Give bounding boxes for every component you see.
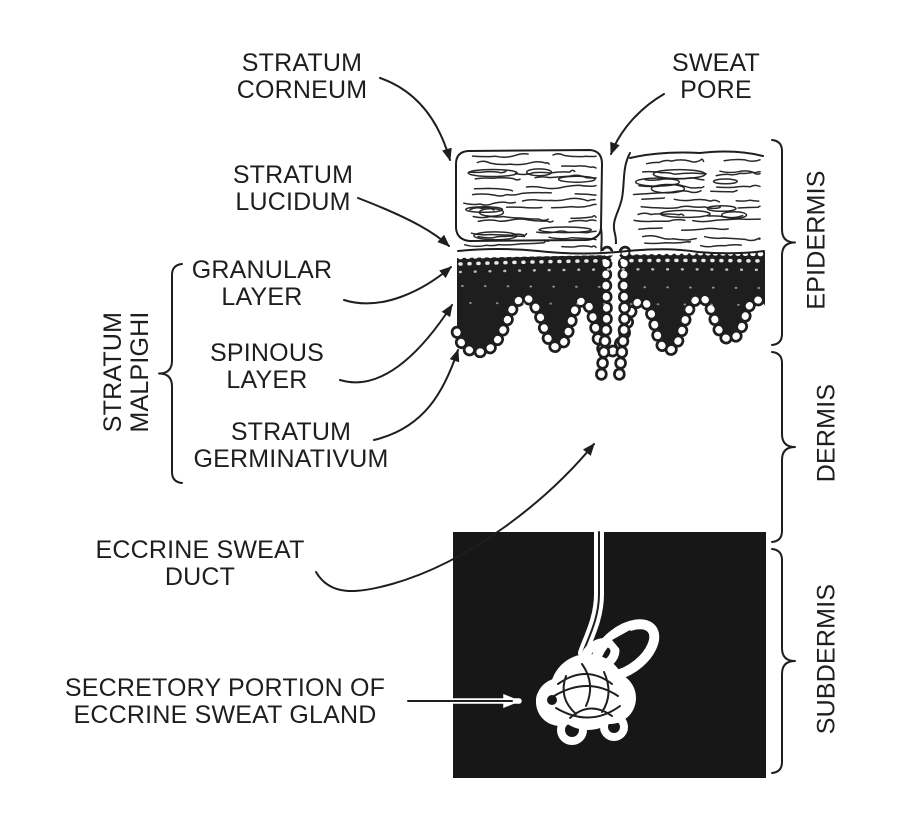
- gland-loop-gap: [612, 630, 640, 652]
- stratum-corneum-texture: [463, 153, 761, 249]
- brace-dermis: [771, 351, 796, 543]
- gland-bump-bottom-right: [600, 713, 628, 741]
- label-dermis: DERMIS: [812, 383, 841, 483]
- label-stratum-lucidum: STRATUM LUCIDUM: [232, 161, 354, 216]
- pointer-arrows: [315, 77, 665, 708]
- label-sweat-pore: SWEAT PORE: [671, 49, 761, 104]
- epidermis-illustration: [450, 149, 772, 385]
- brace-epidermis: [771, 139, 796, 346]
- epidermis-cell-borders: [450, 245, 772, 385]
- duct-dermis-lumen: [597, 376, 612, 536]
- label-stratum-germinativum: STRATUM GERMINATIVUM: [193, 418, 389, 473]
- label-secretory-portion: SECRETORY PORTION OF ECCRINE SWEAT GLAND: [64, 674, 386, 729]
- gland-bump-left: [536, 685, 566, 715]
- gland-coil-lines: [547, 663, 621, 719]
- label-stratum-corneum: STRATUM CORNEUM: [236, 49, 368, 104]
- layer-braces: [158, 139, 796, 774]
- sweat-pore-channel-right-wall: [612, 152, 631, 259]
- stratum-corneum-top-edge: [629, 150, 764, 159]
- stratum-corneum-outline: [455, 149, 603, 242]
- label-eccrine-sweat-duct: ECCRINE SWEAT DUCT: [95, 536, 305, 591]
- arrow-eccrine-sweat-duct: [315, 443, 595, 593]
- label-stratum-malpighi: STRATUM MALPIGHI: [99, 311, 154, 433]
- label-spinous-layer: SPINOUS LAYER: [210, 339, 324, 394]
- arrow-granular-layer: [343, 266, 452, 305]
- arrow-stratum-lucidum: [357, 197, 450, 247]
- brace-subdermis: [771, 548, 796, 774]
- brace-stratum-malpighi: [158, 263, 183, 484]
- gland-bump-bottom-left: [557, 715, 587, 745]
- sweat-gland-coil: [536, 619, 660, 745]
- gland-duct-junction-loop: [580, 638, 620, 672]
- arrow-stratum-corneum: [379, 77, 452, 162]
- gland-body-right: [584, 672, 636, 724]
- label-epidermis: EPIDERMIS: [802, 170, 831, 310]
- sweat-duct-epidermis-channel: [604, 244, 622, 384]
- arrow-stratum-germinativum: [373, 348, 460, 441]
- label-subdermis: SUBDERMIS: [812, 583, 841, 735]
- arrow-sweat-pore: [610, 93, 665, 156]
- arrow-spinous-layer: [339, 303, 453, 384]
- label-granular-layer: GRANULAR LAYER: [191, 256, 333, 311]
